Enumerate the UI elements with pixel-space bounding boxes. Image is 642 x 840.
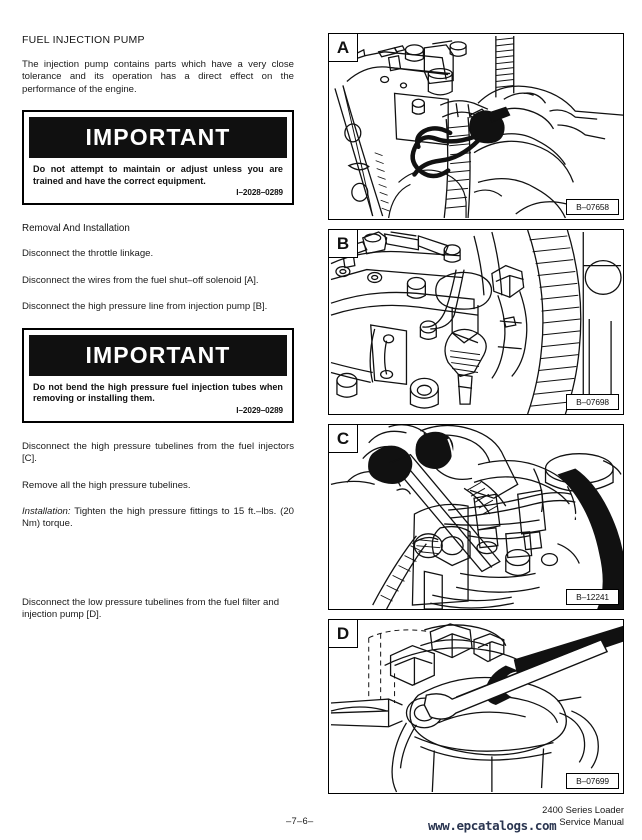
engine-illustration-c (329, 425, 623, 609)
engine-illustration-a (329, 34, 623, 219)
subheading-removal-installation: Removal And Installation (22, 223, 130, 235)
document-title: 2400 Series Loader Service Manual (542, 804, 624, 827)
figure-panel-d: D B–07699 (328, 619, 624, 794)
figure-letter-c: C (329, 425, 358, 453)
page-number: –7–6– (286, 815, 314, 826)
left-text-column: FUEL INJECTION PUMP The injection pump c… (22, 34, 294, 636)
important-text: Do not attempt to maintain or adjust unl… (33, 164, 283, 186)
important-box-2: IMPORTANT Do not bend the high pressure … (22, 327, 294, 423)
figure-code-b: B–07698 (566, 394, 619, 410)
step-disconnect-injectors: Disconnect the high pressure tubelines f… (22, 440, 294, 465)
important-box-1: IMPORTANT Do not attempt to maintain or … (22, 110, 294, 206)
important-code: I–2029–0289 (236, 405, 283, 415)
figure-letter-a: A (329, 34, 358, 62)
important-code: I–2028–0289 (236, 188, 283, 198)
figure-panel-b: B B–07698 (328, 229, 624, 415)
document-title-line1: 2400 Series Loader (542, 804, 624, 815)
step-low-pressure-tubelines: Disconnect the low pressure tubelines fr… (22, 596, 280, 621)
document-title-line2: Service Manual (559, 815, 624, 827)
step-remove-tubelines: Remove all the high pressure tubelines. (22, 479, 191, 491)
important-text: Do not bend the high pressure fuel injec… (33, 381, 283, 404)
figure-panel-a: A B–07658 (328, 33, 624, 220)
figure-code-a: B–07658 (566, 199, 619, 215)
figure-letter-d: D (329, 620, 358, 648)
step-high-pressure-line: Disconnect the high pressure line from i… (22, 301, 268, 313)
watermark-url: www.epcatalogs.com (428, 818, 557, 833)
important-banner: IMPORTANT (29, 334, 287, 376)
figure-letter-b: B (329, 230, 358, 258)
engine-illustration-b (329, 230, 623, 414)
figure-column: A B–07658 (328, 33, 624, 803)
page-footer: –7–6– 2400 Series Loader Service Manual … (0, 794, 642, 840)
step-throttle-linkage: Disconnect the throttle linkage. (22, 248, 154, 260)
installation-label: Installation: (22, 506, 71, 518)
figure-code-c: B–12241 (566, 589, 619, 605)
figure-panel-c: C B–12241 (328, 424, 624, 610)
figure-code-d: B–07699 (566, 773, 619, 789)
important-banner: IMPORTANT (29, 117, 287, 159)
installation-text: Tighten the high pressure fittings to 15… (22, 506, 294, 530)
page-title: FUEL INJECTION PUMP (22, 34, 145, 46)
intro-paragraph: The injection pump contains parts which … (22, 59, 294, 95)
step-solenoid-wires: Disconnect the wires from the fuel shut–… (22, 274, 259, 286)
engine-illustration-d (329, 620, 623, 793)
installation-note: Installation: Tighten the high pressure … (22, 506, 294, 531)
